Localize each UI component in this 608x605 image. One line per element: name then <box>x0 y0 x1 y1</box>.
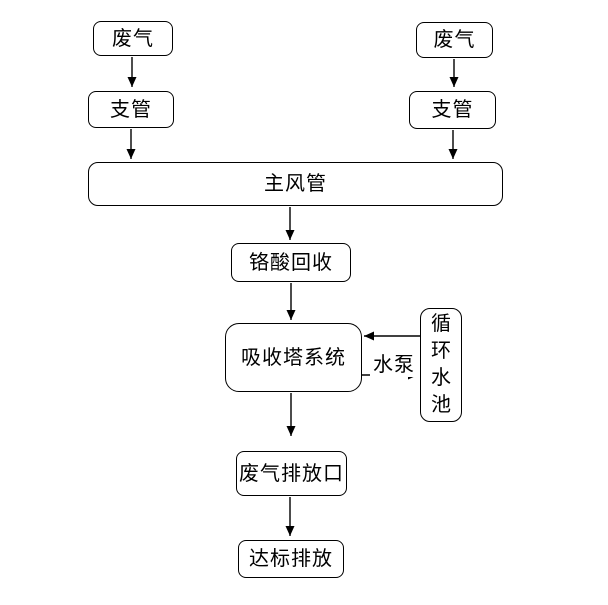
node-main-duct: 主风管 <box>88 162 503 206</box>
node-label: 支管 <box>431 99 474 121</box>
node-label: 铬酸回收 <box>249 251 333 274</box>
node-label: 支管 <box>110 98 152 121</box>
node-circulating-pool: 循环水池 <box>420 308 462 422</box>
node-gas-outlet: 废气排放口 <box>236 451 347 496</box>
node-label: 废气 <box>433 29 476 51</box>
edge-label-water-pump: 水泵 <box>370 348 418 377</box>
node-branch-pipe-right: 支管 <box>409 91 496 129</box>
node-label: 主风管 <box>264 173 327 195</box>
node-label: 废气排放口 <box>239 462 344 485</box>
node-compliant-discharge: 达标排放 <box>238 540 344 578</box>
node-waste-gas-left: 废气 <box>93 21 173 56</box>
node-label: 达标排放 <box>249 548 333 570</box>
node-label: 废气 <box>112 27 154 50</box>
node-chromic-recovery: 铬酸回收 <box>231 243 351 282</box>
node-absorption-tower: 吸收塔系统 <box>225 323 362 392</box>
node-label: 循环水池 <box>431 313 451 416</box>
node-branch-pipe-left: 支管 <box>88 91 174 128</box>
node-label: 吸收塔系统 <box>241 346 346 369</box>
node-waste-gas-right: 废气 <box>416 22 493 58</box>
